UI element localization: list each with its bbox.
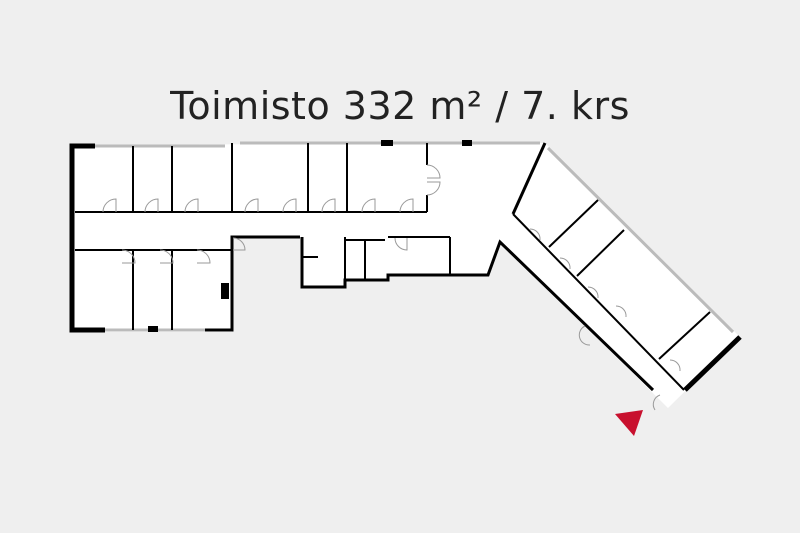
- door-swings: [102, 164, 681, 411]
- entrance-triangle-icon: [615, 410, 643, 436]
- columns: [148, 140, 472, 332]
- floor-area: [72, 143, 740, 408]
- plan-title: Toimisto 332 m² / 7. krs: [170, 84, 630, 128]
- exterior-walls: [69, 142, 742, 392]
